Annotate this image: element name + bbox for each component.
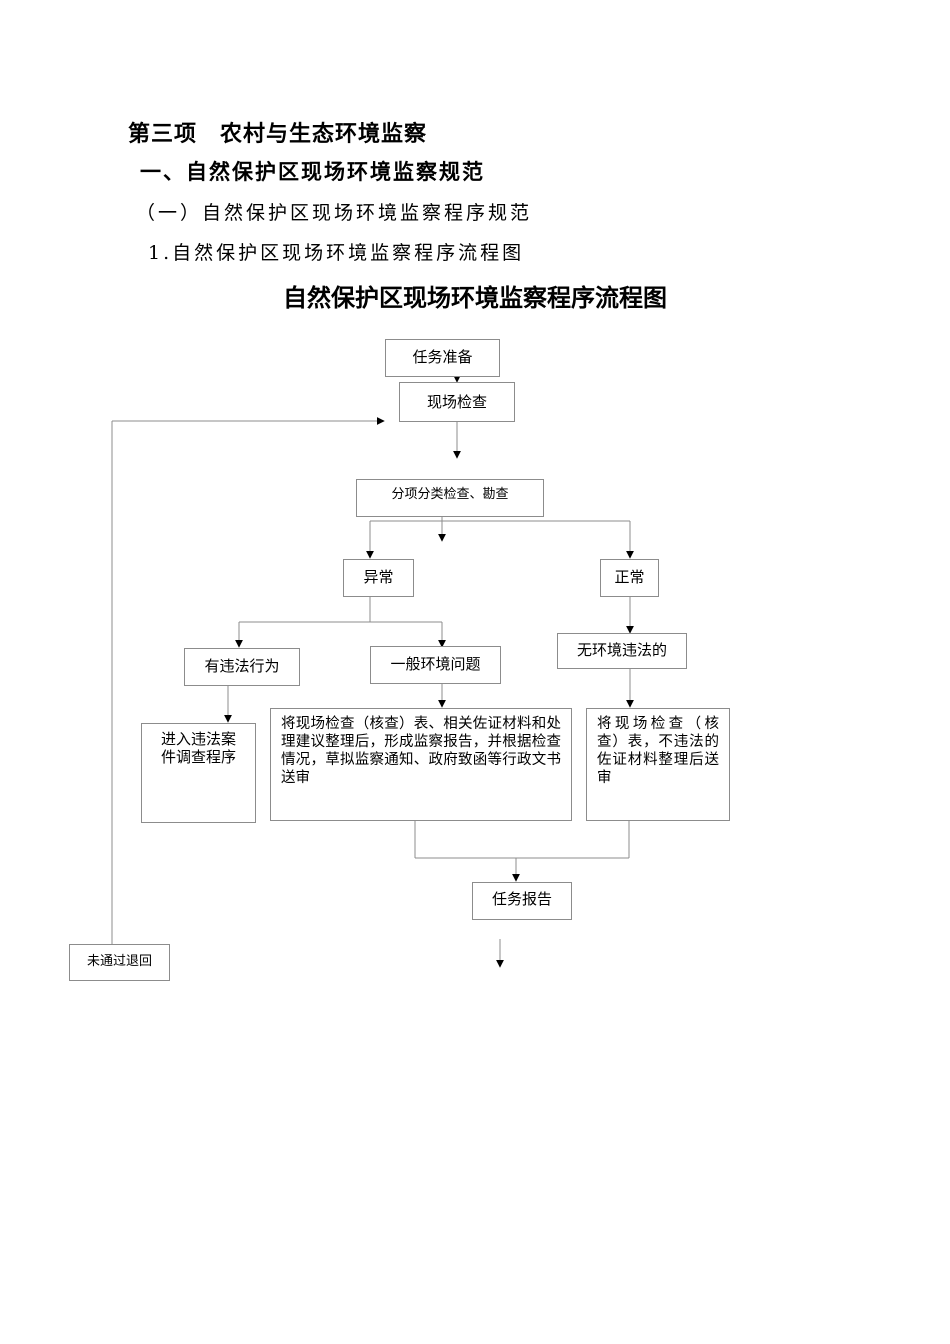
subheading-3: 1.自然保护区现场环境监察程序流程图 (148, 242, 525, 264)
section-heading: 第三项 农村与生态环境监察 (128, 121, 428, 147)
node-enter-case: 进入违法案件调查程序 (141, 723, 256, 823)
node-site-inspection: 现场检查 (399, 382, 515, 422)
node-general-issue: 一般环境问题 (370, 646, 501, 684)
node-violation: 有违法行为 (184, 648, 300, 686)
node-no-violation-process: 将现场检查（核查）表，不违法的佐证材料整理后送审 (586, 708, 730, 821)
node-report-process: 将现场检查（核查）表、相关佐证材料和处理建议整理后，形成监察报告，并根据检查情况… (270, 708, 572, 821)
node-rejected-return: 未通过退回 (69, 944, 170, 981)
node-normal: 正常 (600, 559, 659, 597)
flowchart-title: 自然保护区现场环境监察程序流程图 (283, 284, 667, 312)
node-abnormal: 异常 (343, 559, 414, 597)
subheading-2: （一）自然保护区现场环境监察程序规范 (136, 202, 533, 224)
node-task-prep: 任务准备 (385, 339, 500, 377)
node-task-report: 任务报告 (472, 882, 572, 920)
subheading-1: 一、自然保护区现场环境监察规范 (140, 159, 485, 184)
node-no-violation: 无环境违法的 (557, 633, 687, 669)
node-itemized-check: 分项分类检查、勘查 (356, 479, 544, 517)
